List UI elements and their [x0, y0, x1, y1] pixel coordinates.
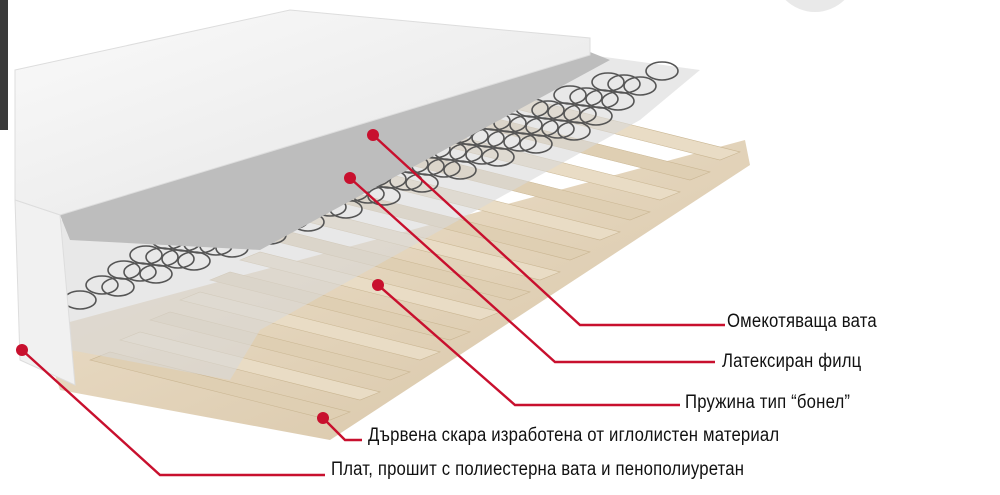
label-latex-felt: Латексиран филц	[722, 351, 862, 372]
leader-line	[322, 417, 362, 442]
left-edge-bar	[0, 0, 8, 130]
leader-dot	[367, 129, 379, 141]
leader-dot	[317, 412, 329, 424]
leader-line	[377, 284, 680, 407]
label-bonnell-spring: Пружина тип “бонел”	[685, 392, 851, 413]
label-padding-wadding: Омекотяваща вата	[727, 311, 877, 332]
corner-circle	[785, 0, 845, 12]
spring-coil	[607, 74, 641, 94]
spring-coil	[645, 61, 679, 81]
spring-coil	[85, 275, 119, 295]
leader-dot	[344, 172, 356, 184]
spring-coil	[553, 85, 587, 105]
mattress-cover-side	[14, 199, 76, 386]
label-wooden-frame: Дървена скара изработена от иглолистен м…	[368, 425, 780, 446]
leader-lines	[16, 129, 725, 477]
leader-line	[372, 134, 725, 327]
leader-line	[349, 177, 715, 364]
leader-line	[21, 349, 325, 477]
felt-layer	[60, 52, 610, 250]
spring-coil	[623, 76, 657, 96]
spring-coil	[531, 100, 565, 120]
spring-coil	[569, 87, 603, 107]
spring-coil	[591, 72, 625, 92]
spring-coil	[129, 245, 163, 265]
leader-dot	[372, 279, 384, 291]
label-fabric-cover: Плат, прошит с полиестерна вата и пенопо…	[331, 459, 745, 480]
leader-dot	[16, 344, 28, 356]
spring-coil	[107, 260, 141, 280]
